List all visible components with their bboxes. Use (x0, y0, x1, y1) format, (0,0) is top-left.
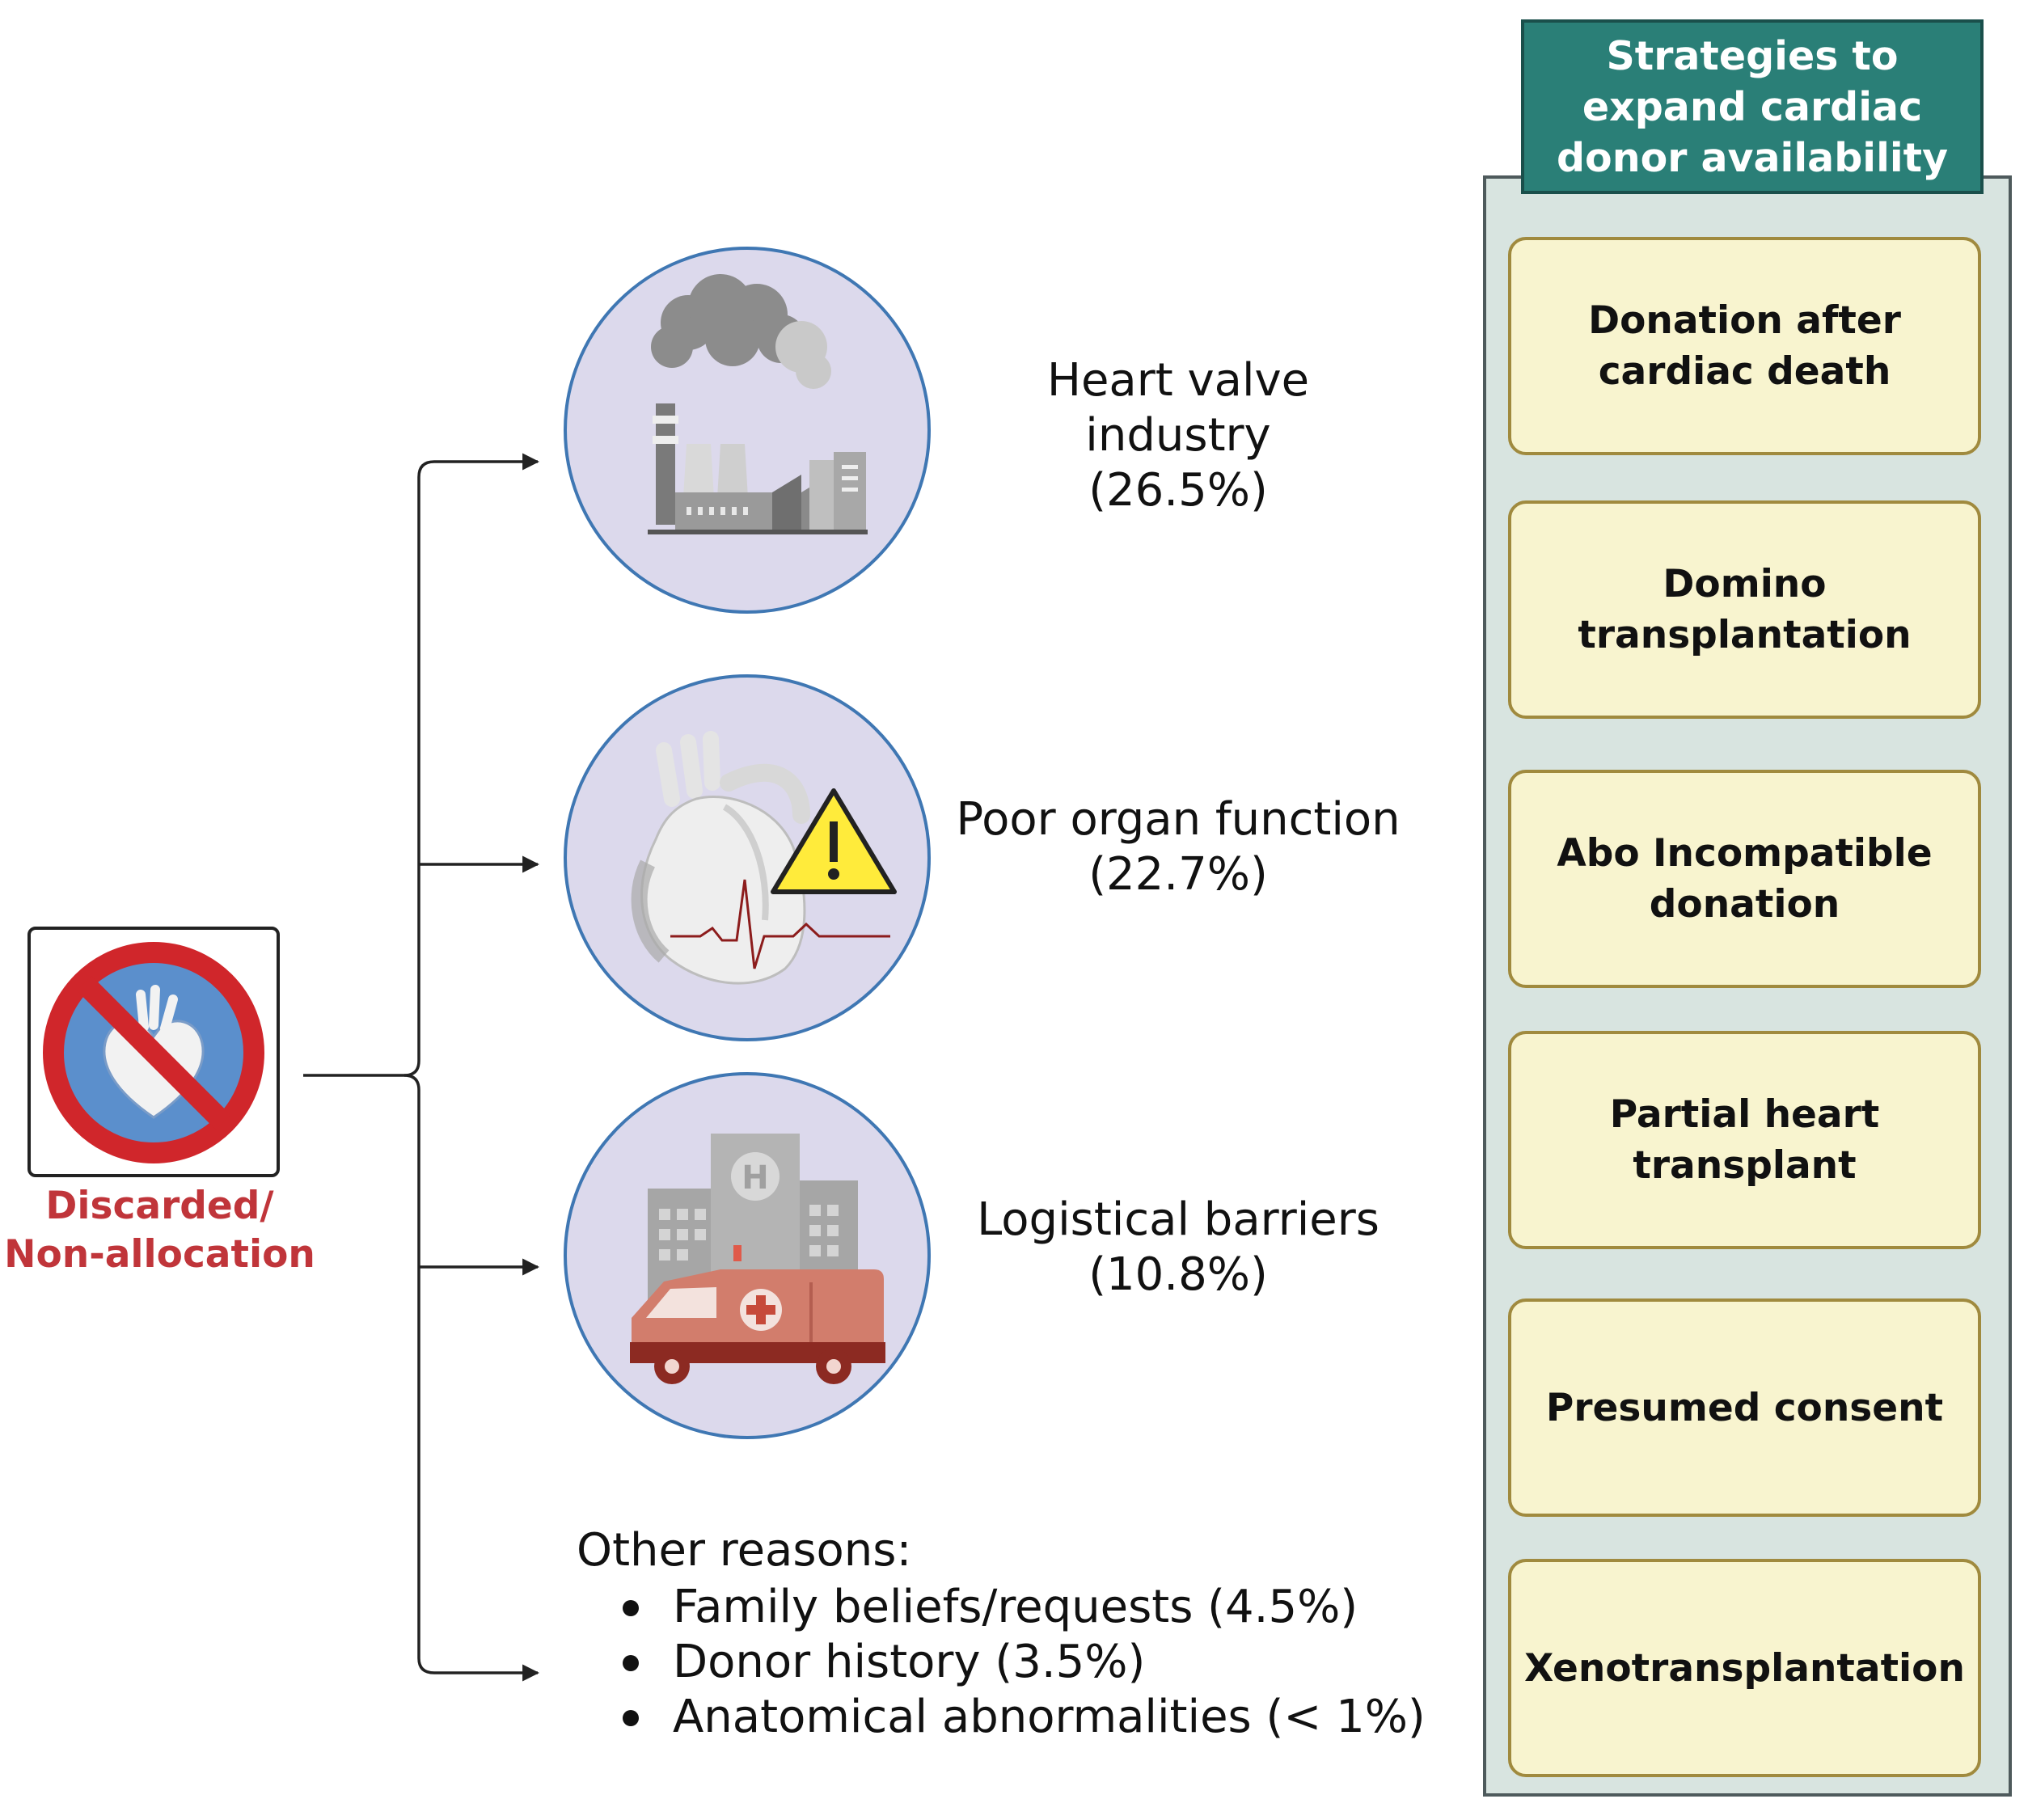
svg-text:H: H (741, 1159, 768, 1197)
other-reasons-title: Other reasons: (577, 1524, 912, 1577)
reason-text-industry: Heart valve industry (26.5%) (952, 353, 1405, 518)
hospital-ambulance-icon: H (630, 1134, 885, 1384)
other-reasons-list: Family beliefs/requests (4.5%) Donor his… (623, 1580, 1426, 1745)
strategy-card: Xenotransplantation (1508, 1559, 1981, 1777)
list-item-text: Donor history (3.5%) (673, 1636, 1146, 1688)
reason-circle-organ-function (564, 674, 931, 1041)
strategy-card: Partial heart transplant (1508, 1031, 1981, 1249)
discarded-label: Discarded/ Non-allocation (4, 1184, 315, 1277)
list-item: Anatomical abnormalities (< 1%) (623, 1690, 1426, 1745)
bullet-icon (623, 1710, 639, 1726)
bullet-icon (623, 1655, 639, 1671)
list-item: Donor history (3.5%) (623, 1635, 1426, 1690)
reason-percentage: (26.5%) (1088, 464, 1268, 517)
reason-circle-industry (564, 247, 931, 614)
strategy-card: Abo Incompatible donation (1508, 770, 1981, 988)
strategies-title: Strategies to expand cardiac donor avail… (1521, 19, 1984, 194)
strategy-card: Domino transplantation (1508, 500, 1981, 719)
reason-name: Logistical barriers (977, 1193, 1379, 1246)
list-item-text: Anatomical abnormalities (< 1%) (673, 1691, 1426, 1743)
heart-warning-icon (631, 731, 897, 985)
list-item-text: Family beliefs/requests (4.5%) (673, 1581, 1358, 1633)
strategy-card: Presumed consent (1508, 1298, 1981, 1517)
reason-text-organ-function: Poor organ function (22.7%) (952, 792, 1405, 902)
reason-percentage: (22.7%) (1088, 848, 1268, 901)
reason-percentage: (10.8%) (1088, 1248, 1268, 1301)
factory-icon (648, 274, 868, 534)
reason-name: Poor organ function (956, 793, 1401, 846)
discarded-sign (27, 927, 280, 1177)
bracket-lower (403, 1074, 435, 1674)
prohibited-heart-icon (43, 942, 264, 1163)
reason-circle-logistics: H (564, 1072, 931, 1439)
list-item: Family beliefs/requests (4.5%) (623, 1580, 1426, 1635)
bracket-upper (403, 460, 435, 1077)
reason-name: Heart valve industry (1046, 354, 1310, 462)
strategy-card: Donation after cardiac death (1508, 237, 1981, 455)
bullet-icon (623, 1600, 639, 1616)
reason-text-logistics: Logistical barriers (10.8%) (952, 1193, 1405, 1303)
